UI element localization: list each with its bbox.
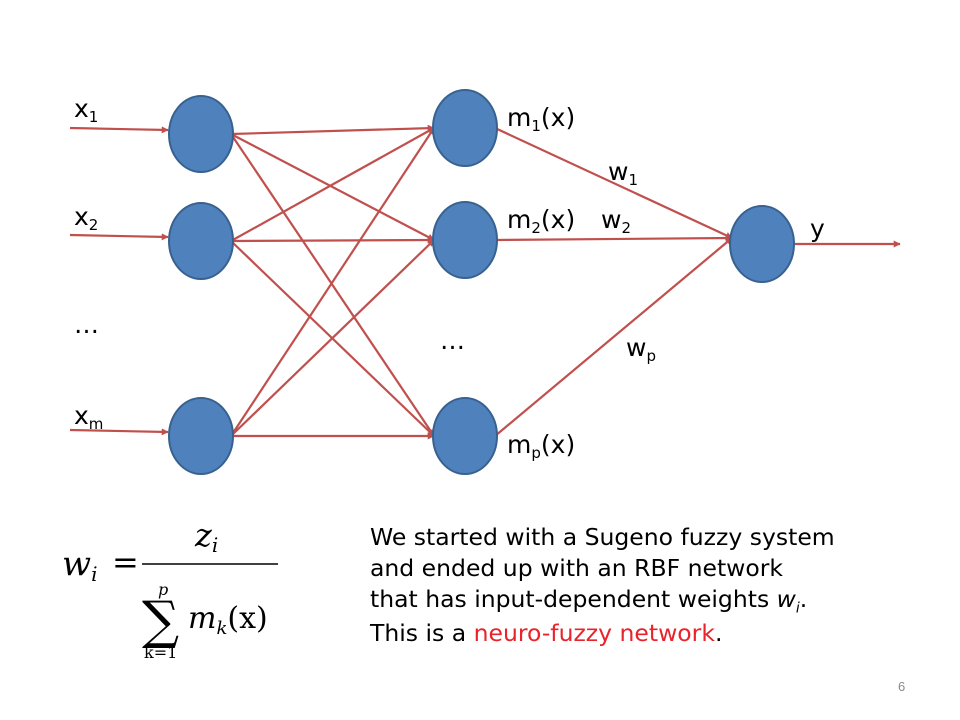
hidden-label-m1: m1(x) [507,103,576,135]
input-arrow-x1 [69,126,169,134]
page-number: 6 [898,679,906,694]
hidden-node-m2 [432,201,498,279]
edge-xm-m2 [230,239,435,437]
input-node-xm [168,397,234,475]
input-arrow-x2 [69,233,169,241]
weight-formula: wi = zi p ∑ k=1 mk(x) [62,516,278,662]
input-label-x1: x1 [74,94,99,126]
weight-label-w2: w2 [601,205,631,237]
formula-lhs: wi [62,544,98,586]
caption-weight-var: wi [776,585,800,617]
formula-equals: = [112,543,139,581]
edge-xm-m1 [230,127,435,437]
hidden-ellipsis: … [440,326,465,355]
sum-upper-limit: p [158,580,168,599]
edge-x2-m2 [230,236,435,244]
edge-x2-m1 [230,127,435,242]
caption-line-4: This is a neuro-fuzzy network. [370,619,723,648]
input-ellipsis: … [74,310,99,339]
caption-line-2: and ended up with an RBF network [370,554,784,583]
edge-x1-m1 [230,124,435,136]
edge-mp-y [494,237,733,437]
input-label-x2: x2 [74,202,99,234]
hidden-node-mp [432,397,498,475]
output-label-y: y [810,214,825,243]
input-node-x1 [168,95,234,173]
edge-x1-m2 [230,133,435,241]
edge-m2-y [494,234,733,242]
edge-x1-mp [230,133,435,437]
rbf-network-diagram [69,89,901,475]
formula-term: mk(x) [188,601,268,639]
input-node-x2 [168,202,234,280]
caption: We started with a Sugeno fuzzy system an… [370,522,930,649]
weight-label-w1: w1 [608,157,638,189]
edge-m1-y [494,127,733,239]
hidden-label-m2: m2(x) [507,205,576,237]
highlight-neuro-fuzzy: neuro-fuzzy network [473,619,715,648]
sum-symbol: ∑ [142,591,179,651]
output-node-y [729,205,795,283]
sum-lower-limit: k=1 [144,643,177,662]
input-label-xm: xm [74,401,104,433]
weight-label-wp: wp [626,333,656,365]
caption-line-1: We started with a Sugeno fuzzy system [370,523,835,551]
caption-line-3: that has input-dependent weights wi. [370,585,808,617]
formula-numerator: zi [194,516,218,557]
hidden-label-mp: mp(x) [507,430,576,462]
input-arrow-xm [69,428,169,436]
hidden-node-m1 [432,89,498,167]
